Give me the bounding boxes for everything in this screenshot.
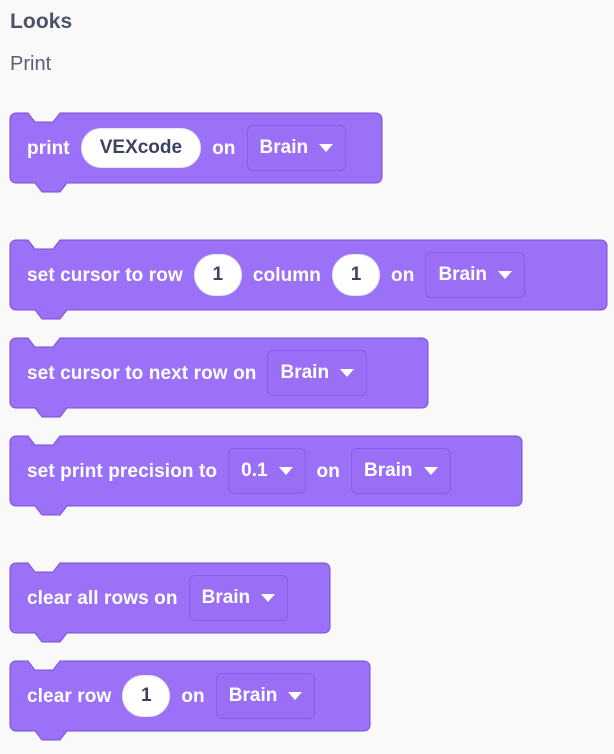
block-content: set print precision to 0.1 on Brain bbox=[10, 436, 522, 506]
dropdown-value: 0.1 bbox=[241, 460, 268, 481]
block-content: set cursor to row 1 column 1 on Brain bbox=[10, 240, 607, 310]
set-cursor-row-column-block[interactable]: set cursor to row 1 column 1 on Brain bbox=[9, 239, 608, 320]
dropdown-value: Brain bbox=[201, 587, 251, 608]
print-block[interactable]: print VEXcode on Brain bbox=[9, 112, 383, 193]
block-content: clear row 1 on Brain bbox=[10, 661, 370, 731]
block-label: set cursor to row bbox=[27, 264, 183, 286]
dropdown-value: Brain bbox=[363, 460, 413, 481]
block-label: on bbox=[316, 460, 340, 482]
block-dropdown[interactable]: 0.1 bbox=[228, 448, 306, 494]
chevron-down-icon bbox=[319, 144, 334, 152]
palette-subcategory-title: Print bbox=[10, 53, 52, 75]
chevron-down-icon bbox=[261, 594, 276, 602]
block-content: clear all rows on Brain bbox=[10, 563, 330, 633]
dropdown-value: Brain bbox=[228, 685, 278, 706]
block-label: clear all rows on bbox=[27, 587, 178, 609]
block-dropdown[interactable]: Brain bbox=[215, 673, 316, 719]
block-dropdown[interactable]: Brain bbox=[188, 575, 289, 621]
block-dropdown[interactable]: Brain bbox=[246, 125, 347, 171]
palette-category-title: Looks bbox=[10, 10, 73, 33]
chevron-down-icon bbox=[288, 692, 303, 700]
chevron-down-icon bbox=[340, 369, 355, 377]
chevron-down-icon bbox=[498, 271, 513, 279]
clear-all-rows-block[interactable]: clear all rows on Brain bbox=[9, 562, 331, 643]
block-label: set cursor to next row on bbox=[27, 362, 257, 384]
block-content: print VEXcode on Brain bbox=[10, 113, 382, 183]
dropdown-value: Brain bbox=[438, 264, 488, 285]
dropdown-value: Brain bbox=[259, 137, 309, 158]
block-label: on bbox=[212, 137, 236, 159]
block-number-input[interactable]: 1 bbox=[193, 254, 242, 296]
block-label: column bbox=[252, 264, 322, 286]
block-number-input[interactable]: 1 bbox=[122, 675, 171, 717]
chevron-down-icon bbox=[278, 467, 293, 475]
block-text-input[interactable]: VEXcode bbox=[80, 128, 202, 168]
clear-row-block[interactable]: clear row 1 on Brain bbox=[9, 660, 371, 741]
set-cursor-next-row-block[interactable]: set cursor to next row on Brain bbox=[9, 337, 429, 418]
dropdown-value: Brain bbox=[280, 362, 330, 383]
block-label: print bbox=[27, 137, 70, 159]
block-label: clear row bbox=[27, 685, 112, 707]
block-dropdown[interactable]: Brain bbox=[425, 252, 526, 298]
block-label: set print precision to bbox=[27, 460, 218, 482]
block-dropdown[interactable]: Brain bbox=[267, 350, 368, 396]
block-number-input[interactable]: 1 bbox=[332, 254, 381, 296]
block-label: on bbox=[181, 685, 205, 707]
chevron-down-icon bbox=[423, 467, 438, 475]
set-print-precision-block[interactable]: set print precision to 0.1 on Brain bbox=[9, 435, 523, 516]
block-label: on bbox=[391, 264, 415, 286]
block-content: set cursor to next row on Brain bbox=[10, 338, 428, 408]
block-dropdown[interactable]: Brain bbox=[350, 448, 451, 494]
